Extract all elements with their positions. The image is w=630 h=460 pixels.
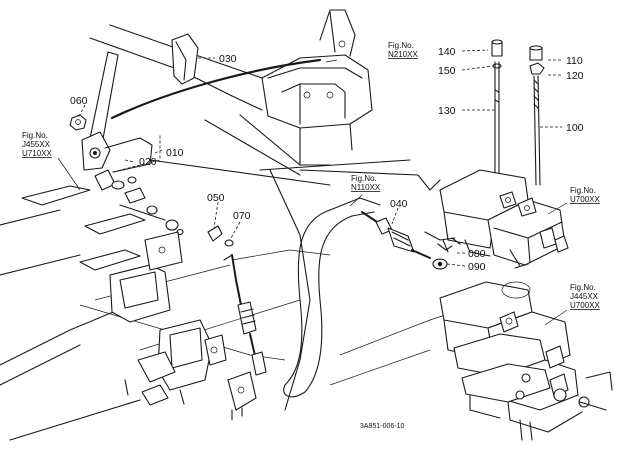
- figure-references: Fig.No. N210XX Fig.No. J455XX U710XX Fig…: [22, 41, 600, 310]
- fig-ref-n110-code[interactable]: N110XX: [351, 183, 381, 192]
- fig-ref-j445-code2[interactable]: U700XX: [570, 301, 600, 310]
- callout-110: 110: [566, 55, 583, 67]
- console-housing: [261, 9, 373, 166]
- fig-ref-n210-label: Fig.No.: [388, 41, 414, 50]
- frame-tube: [283, 169, 461, 398]
- callout-150: 150: [438, 65, 456, 77]
- callout-050: 050: [207, 192, 225, 204]
- callout-060: 060: [70, 95, 88, 107]
- shift-cable-040: [361, 211, 461, 270]
- control-rods: [491, 39, 545, 186]
- fig-ref-j455-code2[interactable]: U710XX: [22, 149, 52, 158]
- shaft-bushings: [21, 169, 184, 271]
- fig-ref-j445-code1[interactable]: J445XX: [570, 292, 599, 301]
- callout-100: 100: [566, 122, 584, 134]
- fig-ref-n110-label: Fig.No.: [351, 174, 377, 183]
- callout-080: 080: [468, 248, 486, 260]
- callout-090: 090: [468, 261, 486, 273]
- fig-ref-j455-label: Fig.No.: [22, 131, 48, 140]
- callout-040: 040: [390, 198, 408, 210]
- callout-120: 120: [566, 70, 584, 82]
- fig-ref-u700-code[interactable]: U700XX: [570, 195, 600, 204]
- callout-labels: 030 010 020 060 050 070 040 080 090 140 …: [70, 46, 584, 273]
- lever-cable: [110, 58, 322, 120]
- callout-130: 130: [438, 105, 456, 117]
- fig-ref-j455-code1[interactable]: J455XX: [22, 140, 51, 149]
- valve-block-lower: [439, 281, 613, 441]
- nut-060: [69, 114, 87, 131]
- pin-080: [437, 239, 453, 253]
- fig-ref-u700-label: Fig.No.: [570, 186, 596, 195]
- fig-ref-n210-code[interactable]: N210XX: [388, 50, 418, 59]
- leader-lines: [57, 49, 568, 326]
- callout-030: 030: [219, 53, 237, 65]
- callout-020: 020: [139, 156, 157, 168]
- fig-ref-j445-label: Fig.No.: [570, 283, 596, 292]
- callout-010: 010: [166, 147, 184, 159]
- shift-cable-center: [207, 225, 267, 376]
- shift-bracket: [109, 231, 257, 421]
- valve-block-upper: [439, 169, 569, 269]
- callout-070: 070: [233, 210, 251, 222]
- drawing-code: 3A851-006-10: [360, 423, 404, 430]
- callout-140: 140: [438, 46, 456, 58]
- shift-lever: [81, 33, 199, 173]
